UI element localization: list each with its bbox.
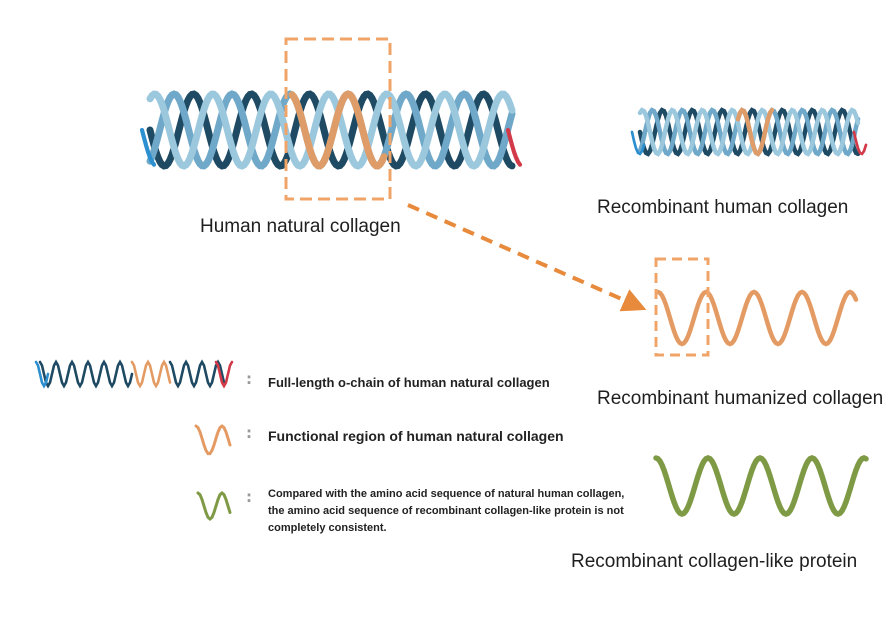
humanized-highlight-box <box>654 257 710 357</box>
helix-strand <box>637 107 861 157</box>
legend-full-chain-icon <box>34 359 234 389</box>
label-recombinant-humanized-collagen: Recombinant humanized collagen <box>597 388 884 409</box>
legend-green-wave <box>196 491 232 521</box>
humanized-wave-line <box>655 289 859 347</box>
legend-wave-dark <box>168 359 226 389</box>
natural-highlight-box <box>284 37 392 201</box>
label-recombinant-human-collagen: Recombinant human collagen <box>597 197 849 218</box>
humanized-collagen-chain <box>655 289 859 347</box>
legend-wave-end-blue <box>34 360 50 389</box>
legend-separator: : <box>246 424 252 442</box>
recombinant-human-collagen-helix <box>630 107 868 157</box>
collagen-like-chain <box>653 455 869 517</box>
helix-end-left <box>139 127 157 167</box>
helix-end-right <box>505 127 523 167</box>
label-natural-collagen: Human natural collagen <box>200 216 401 237</box>
legend-separator: : <box>246 370 252 388</box>
legend-separator: : <box>246 488 252 506</box>
collagen-like-wave-line <box>653 455 869 517</box>
legend-item-collagen-like: Compared with the amino acid sequence of… <box>268 488 625 534</box>
legend-item-functional-region: Functional region of human natural colla… <box>268 428 564 444</box>
legend-functional-wave <box>194 424 232 456</box>
helix-end-right <box>852 130 868 156</box>
legend-wave-orange <box>130 359 172 389</box>
helix-strand <box>146 90 516 170</box>
helix-strand <box>146 90 516 170</box>
functional-region-strand <box>288 90 388 170</box>
callout-arrow <box>407 203 647 312</box>
natural-collagen-helix <box>139 90 523 170</box>
label-recombinant-collagen-like-protein: Recombinant collagen-like protein <box>571 551 858 572</box>
legend-wave-dark <box>38 359 134 389</box>
legend-wave-end-red <box>214 360 234 389</box>
helix-end-left <box>630 130 646 156</box>
legend-item-full-chain: Full-length o-chain of human natural col… <box>268 375 550 390</box>
legend-collagen-like-icon <box>196 491 232 521</box>
legend-functional-region-icon <box>194 424 232 456</box>
functional-region-strand <box>735 107 775 157</box>
